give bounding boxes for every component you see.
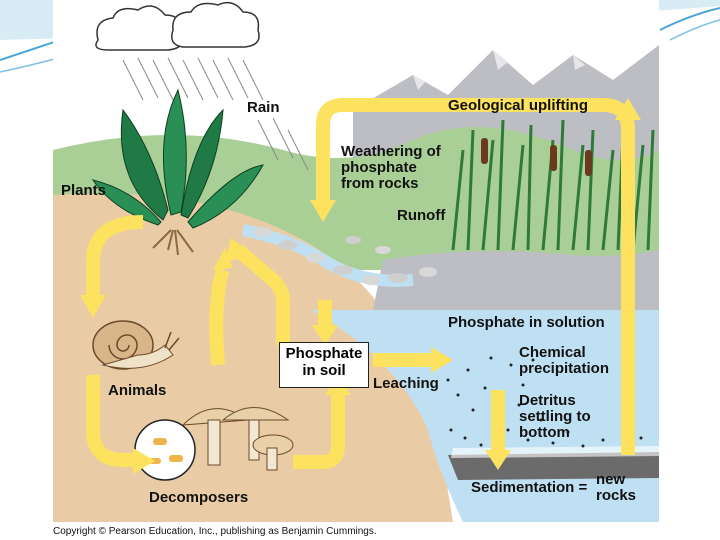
phosphorus-cycle-diagram: Rain Geological uplifting Weathering of … (53, 0, 659, 522)
plant-illustration (91, 88, 264, 256)
arrow-animals-to-soil (209, 267, 230, 366)
snail-illustration (92, 320, 180, 370)
label-detritus: Detritus settling to bottom (519, 392, 591, 441)
label-runoff: Runoff (397, 207, 446, 224)
label-rain: Rain (247, 99, 280, 116)
decomposers-illustration (134, 407, 294, 481)
arrow-soil-to-plants (233, 244, 290, 345)
label-leaching: Leaching (373, 375, 439, 392)
label-new-rocks: new rocks (596, 471, 637, 504)
arrow-plants-to-animals (86, 215, 144, 295)
label-phosphate-in-solution: Phosphate in solution (448, 314, 605, 331)
label-chemical-precipitation: Chemical precipitation (519, 344, 610, 377)
label-animals: Animals (108, 382, 167, 399)
label-decomposers: Decomposers (149, 489, 249, 506)
label-sedimentation: Sedimentation = (471, 479, 588, 496)
diagram-illustration (53, 0, 659, 522)
label-geological-uplifting: Geological uplifting (448, 97, 588, 114)
label-phosphate-in-soil: Phosphate in soil (279, 342, 369, 388)
rain-clouds (95, 1, 260, 51)
arrow-animals-to-decomposers (86, 375, 133, 467)
arrow-decomposers-to-soil (293, 390, 345, 469)
runoff-stream (241, 224, 437, 287)
copyright-notice: Copyright © Pearson Education, Inc., pub… (53, 526, 377, 537)
label-plants: Plants (61, 182, 107, 199)
label-weathering: Weathering of phosphate from rocks (341, 143, 441, 192)
cattails (451, 119, 655, 251)
